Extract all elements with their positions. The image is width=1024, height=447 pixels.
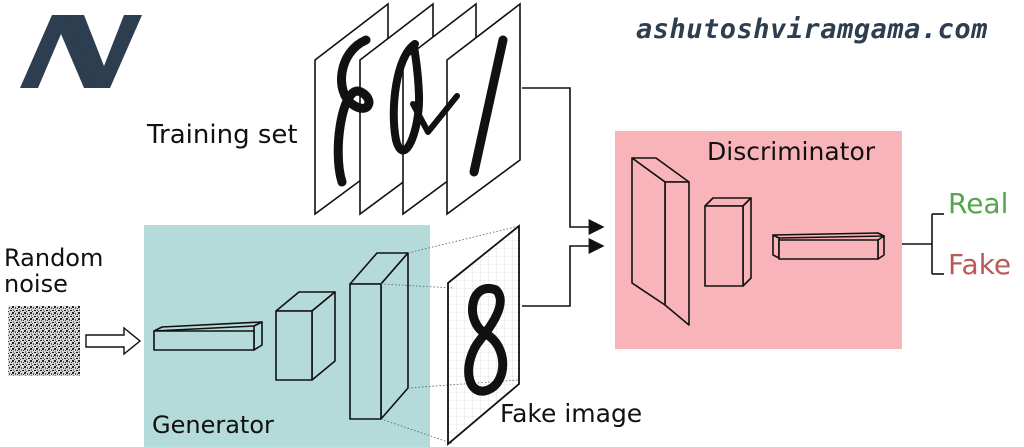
discriminator-label: Discriminator [707,137,876,166]
training-input-line [522,87,605,235]
gen-layer-3 [349,252,409,420]
output-fake-label: Fake [948,248,1012,281]
projection-lines [380,225,520,445]
fake-image-label: Fake image [500,399,643,428]
noise-to-generator-arrow [85,326,142,356]
training-digit-strokes [333,35,508,187]
digit-0-stroke [389,40,424,155]
discriminator-layers [631,157,885,326]
disc-layer-3 [772,232,885,260]
generator-layers [153,252,409,420]
disc-layer-2 [704,197,752,287]
fake-digit-strokes [464,284,508,396]
site-url[interactable]: ashutoshviramgama.com [636,14,988,45]
logo [20,15,142,88]
random-noise-label-line2: noise [4,270,68,298]
output-real-label: Real [948,187,1009,220]
generator-label: Generator [152,411,274,439]
random-noise-label-line1: Random [4,244,104,272]
gen-layer-2 [275,291,336,381]
logo-v-mark [66,15,142,88]
discriminator-inputs [522,87,605,307]
disc-layer-1 [631,157,690,326]
fake-digit-8-stroke [464,284,508,396]
digit-1-stroke [469,35,508,177]
fake-input-line [522,238,605,307]
digit-4-stroke [410,93,460,135]
training-set-label: Training set [147,120,298,150]
gen-layer-1 [153,321,263,351]
output-bracket [902,213,944,275]
logo-a-mark [20,15,102,88]
random-noise-image [8,306,80,376]
digit-8-stroke [333,35,374,187]
